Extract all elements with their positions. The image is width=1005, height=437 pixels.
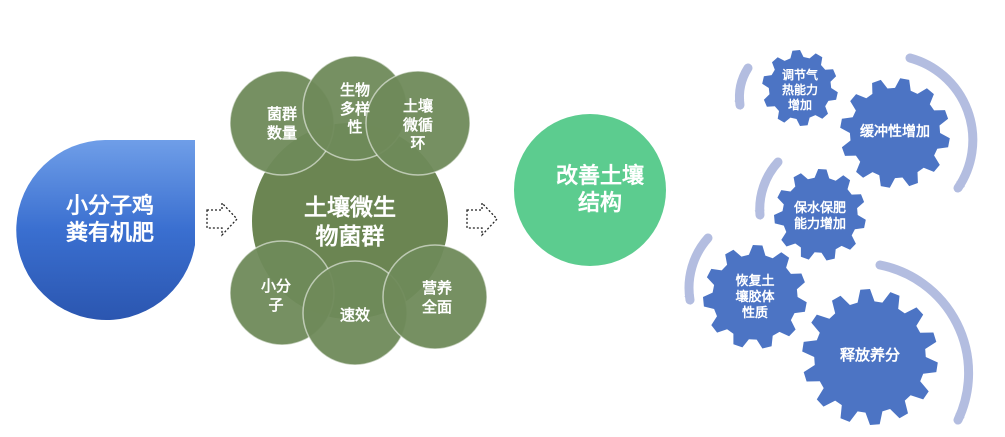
cycle-arrow-1: [734, 63, 753, 110]
gear-label-1: 调节气 热能力 增加: [781, 67, 818, 112]
gear-4-shape: [703, 245, 807, 349]
result-label: 改善土壤 结构: [555, 163, 644, 217]
gear-3-shape: [774, 169, 866, 261]
flow-arrow-2: [466, 201, 498, 237]
cycle-arrow-3: [754, 157, 783, 220]
gear-2-shape: [840, 78, 950, 188]
source-drop-shape: [16, 140, 196, 320]
petal-bg-6: [382, 244, 488, 350]
petal-label-2: 生物 多样 性: [339, 80, 370, 137]
petal-label-1: 菌群 数量: [266, 105, 297, 142]
cycle-arrow-2: [905, 53, 978, 193]
flow-arrow-1: [206, 201, 238, 237]
gear-1-shape: [762, 50, 838, 126]
petal-label-3: 土壤 微循 环: [402, 96, 433, 153]
gears-layer: [703, 50, 950, 425]
source-label: 小分子鸡 粪有机肥: [65, 193, 154, 247]
gear-5-shape: [802, 289, 938, 425]
petal-label-6: 营养 全面: [421, 279, 452, 316]
microbe-cluster: [229, 55, 488, 366]
gear-label-4: 恢复土 壤胶体 性质: [735, 273, 775, 322]
petal-bg-3: [365, 70, 471, 176]
cycle-arrow-5: [875, 260, 974, 425]
gear-label-3: 保水保肥 能力增加: [793, 200, 846, 232]
petal-label-4: 小分 子: [260, 277, 291, 314]
gear-label-2: 缓冲性增加: [860, 124, 930, 141]
gear-label-5: 释放养分: [839, 345, 900, 364]
petal-label-5: 速效: [339, 305, 370, 324]
cycle-arrow-4: [684, 233, 713, 305]
result-circle: [514, 114, 666, 266]
microbe-center-label: 土壤微生 物菌群: [304, 195, 396, 250]
cycle-arrows: [684, 53, 978, 425]
